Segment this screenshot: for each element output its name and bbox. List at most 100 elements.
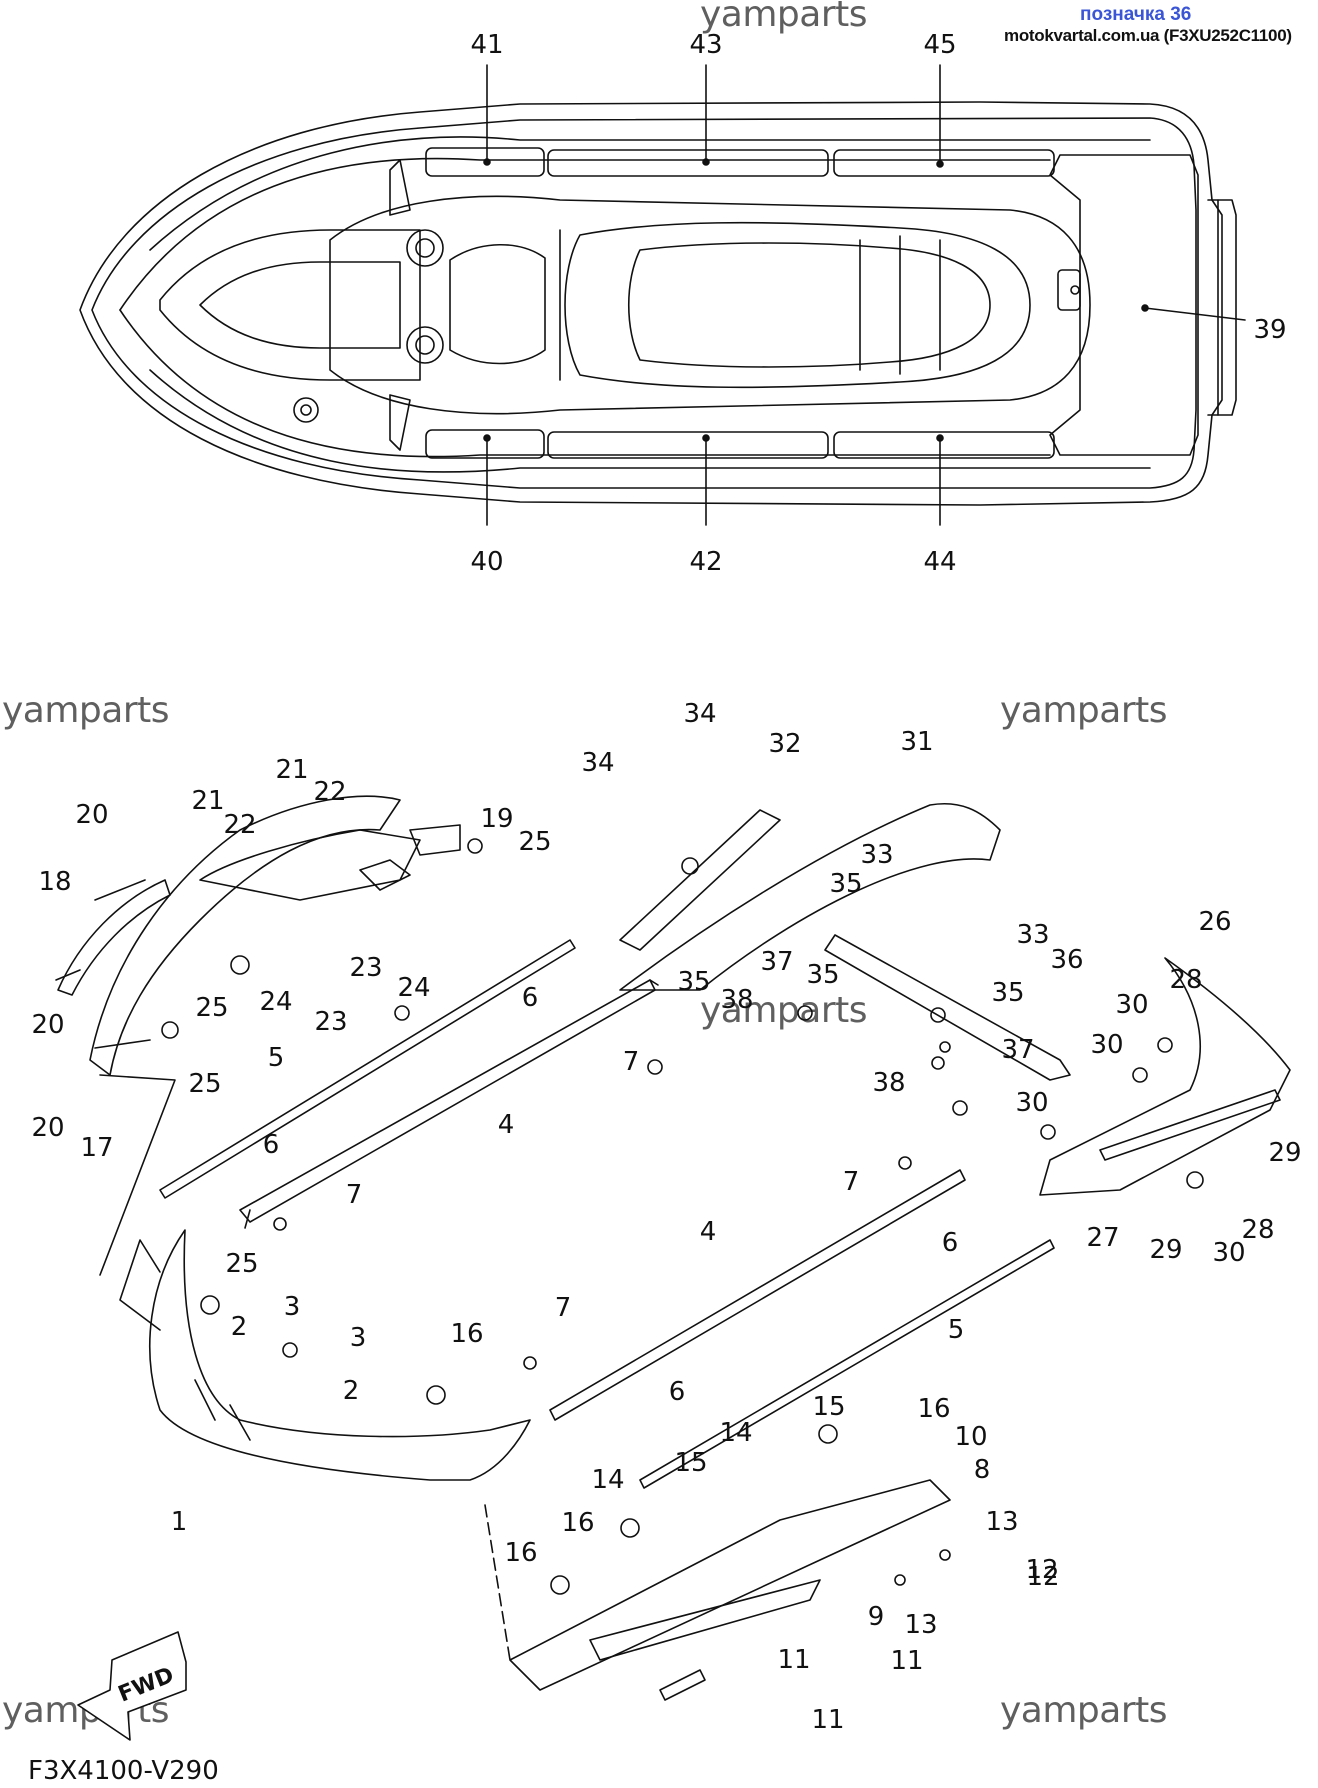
callout-23: 23 — [349, 953, 383, 983]
callout-5: 5 — [267, 1043, 285, 1073]
callout-5: 5 — [947, 1315, 965, 1345]
part-1 — [149, 1229, 531, 1481]
part-18 — [57, 879, 171, 996]
callout-33: 33 — [860, 840, 894, 870]
mat-44 — [833, 431, 1055, 459]
callout-2: 2 — [342, 1376, 360, 1406]
callout-25: 25 — [225, 1249, 259, 1279]
watermark: yamparts — [1000, 1690, 1168, 1731]
callout-20: 20 — [31, 1010, 65, 1040]
callout-25: 25 — [518, 827, 552, 857]
part-4-upper — [239, 979, 656, 1223]
callout-44: 44 — [923, 547, 957, 577]
watermark: yamparts — [2, 690, 170, 731]
callout-16: 16 — [917, 1394, 951, 1424]
mat-45 — [833, 149, 1055, 177]
callout-4: 4 — [699, 1217, 717, 1247]
callout-6: 6 — [668, 1377, 686, 1407]
callout-16: 16 — [504, 1538, 538, 1568]
callout-19: 19 — [480, 804, 514, 834]
callout-37: 37 — [760, 947, 794, 977]
callout-3: 3 — [283, 1292, 301, 1322]
callout-16: 16 — [561, 1508, 595, 1538]
callout-35: 35 — [806, 960, 840, 990]
callout-6: 6 — [941, 1228, 959, 1258]
callout-22: 22 — [313, 777, 347, 807]
callout-16: 16 — [450, 1319, 484, 1349]
callout-10: 10 — [954, 1422, 988, 1452]
watermark: yamparts — [700, 990, 868, 1031]
part-9 — [589, 1579, 821, 1661]
callout-11: 11 — [777, 1645, 811, 1675]
callout-9: 9 — [867, 1602, 885, 1632]
callout-40: 40 — [470, 547, 504, 577]
callout-6: 6 — [521, 983, 539, 1013]
callout-17: 17 — [80, 1133, 114, 1163]
callout-25: 25 — [195, 993, 229, 1023]
callout-2: 2 — [230, 1312, 248, 1342]
part-5-upper — [159, 939, 576, 1199]
callout-22: 22 — [223, 810, 257, 840]
callout-42: 42 — [689, 547, 723, 577]
callout-41: 41 — [470, 30, 504, 60]
callout-18: 18 — [38, 867, 72, 897]
callout-20: 20 — [75, 800, 109, 830]
exploded-view — [55, 795, 1291, 1701]
callout-30: 30 — [1212, 1238, 1246, 1268]
part-4-lower — [549, 1169, 966, 1421]
callout-4: 4 — [497, 1110, 515, 1140]
callout-11: 11 — [890, 1646, 924, 1676]
callout-13: 13 — [985, 1507, 1019, 1537]
mat-43 — [547, 149, 829, 177]
mat-39 — [1049, 154, 1199, 456]
callout-12: 12 — [1025, 1555, 1059, 1585]
callout-6: 6 — [262, 1130, 280, 1160]
part-5-lower — [639, 1239, 1055, 1489]
callout-3: 3 — [349, 1323, 367, 1353]
callout-8: 8 — [973, 1455, 991, 1485]
callout-12: 12 — [1026, 1562, 1060, 1592]
part-8 — [509, 1479, 951, 1691]
callout-1: 1 — [170, 1507, 188, 1537]
part-26 — [1039, 957, 1291, 1196]
watermark: yamparts — [700, 0, 868, 35]
callout-28: 28 — [1241, 1215, 1275, 1245]
part-32 — [619, 809, 781, 951]
mat-41 — [425, 147, 545, 177]
callout-45: 45 — [923, 30, 957, 60]
callout-33: 33 — [1016, 920, 1050, 950]
callout-25: 25 — [188, 1069, 222, 1099]
callout-43: 43 — [689, 30, 723, 60]
callout-14: 14 — [719, 1418, 753, 1448]
callout-24: 24 — [397, 973, 431, 1003]
part-27 — [1099, 1089, 1281, 1161]
callout-7: 7 — [345, 1180, 363, 1210]
callout-35: 35 — [991, 978, 1025, 1008]
callout-7: 7 — [842, 1167, 860, 1197]
diagram-mark-label: позначка 36 — [1080, 4, 1192, 25]
callout-15: 15 — [674, 1448, 708, 1478]
callout-13: 13 — [904, 1610, 938, 1640]
callout-11: 11 — [811, 1705, 845, 1735]
callout-20: 20 — [31, 1113, 65, 1143]
callout-26: 26 — [1198, 907, 1232, 937]
hull-top-view — [79, 64, 1246, 526]
callout-23: 23 — [314, 1007, 348, 1037]
callout-7: 7 — [622, 1047, 640, 1077]
part-36 — [824, 934, 1071, 1081]
callout-30: 30 — [1090, 1030, 1124, 1060]
callout-35: 35 — [677, 967, 711, 997]
callout-24: 24 — [259, 987, 293, 1017]
callout-27: 27 — [1086, 1223, 1120, 1253]
fwd-arrow: FWD — [77, 1631, 187, 1741]
part-17 — [89, 795, 401, 1076]
callout-37: 37 — [1001, 1035, 1035, 1065]
callout-36: 36 — [1050, 945, 1084, 975]
callout-30: 30 — [1015, 1088, 1049, 1118]
callout-14: 14 — [591, 1465, 625, 1495]
watermark: yamparts — [1000, 690, 1168, 731]
callout-7: 7 — [554, 1293, 572, 1323]
callout-29: 29 — [1268, 1138, 1302, 1168]
